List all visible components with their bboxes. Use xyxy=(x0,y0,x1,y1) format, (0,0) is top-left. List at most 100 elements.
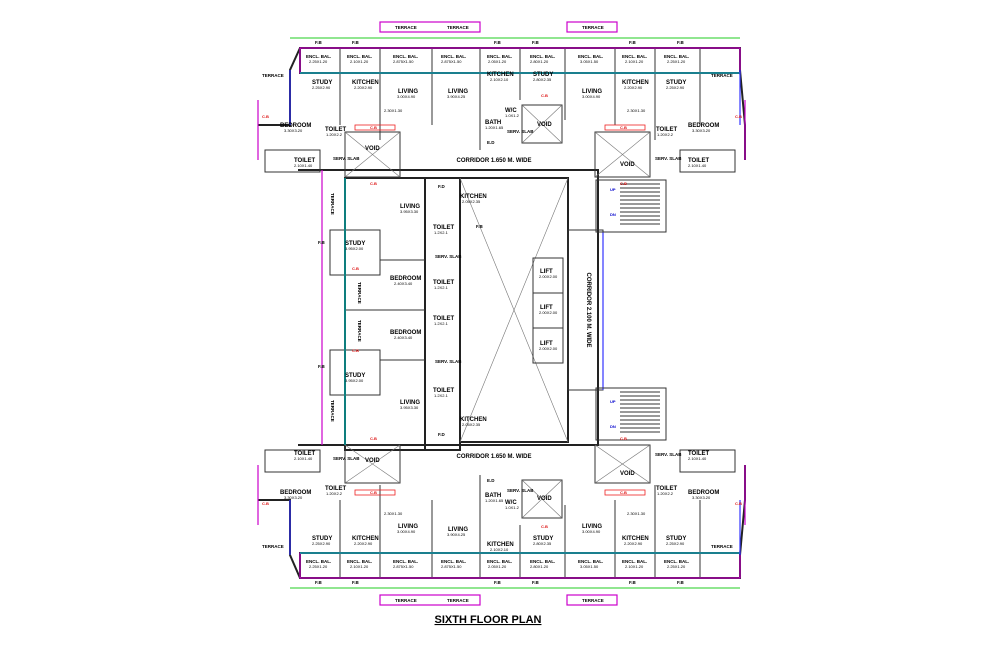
dimension-label: 2.30X1.30 xyxy=(384,108,403,113)
encl-bal-label: ENCL. BAL. xyxy=(441,54,466,59)
encl-bal-label: ENCL. BAL. xyxy=(622,54,647,59)
room-kitchen: KITCHEN xyxy=(622,536,649,542)
serv-slab-label: SERV. SLAB xyxy=(435,359,462,364)
cb-label: C.B xyxy=(541,93,548,98)
encl-bal-label: ENCL. BAL. xyxy=(530,54,555,59)
dimension-label: 2.25X2.90 xyxy=(312,541,331,546)
room-void: VOID xyxy=(365,458,380,464)
dimension-label: 2.25X1.20 xyxy=(667,564,686,569)
fb-label: F.B xyxy=(476,224,484,229)
room-living: LIVING xyxy=(400,204,420,210)
terrace-label: TERRACE xyxy=(711,73,733,78)
room-toilet: TOILET xyxy=(433,316,455,322)
dimension-label: 2.10X1.20 xyxy=(625,564,644,569)
serv-slab-label: SERV. SLAB xyxy=(333,156,360,161)
cb-label: C.B xyxy=(541,524,548,529)
cb-label: C.B xyxy=(370,436,377,441)
dimension-label: 2.80X2.35 xyxy=(533,77,552,82)
serv-slab-label: SERV. SLAB xyxy=(435,254,462,259)
plan-labels: TERRACE TERRACE TERRACE TERRACE TERRACE … xyxy=(262,25,742,603)
stair-up-label: UP xyxy=(610,399,616,404)
terrace-label: TERRACE xyxy=(582,598,604,603)
dimension-label: 3.00X4.90 xyxy=(397,529,416,534)
terrace-label: TERRACE xyxy=(357,320,362,342)
dimension-label: 1.2X2.1 xyxy=(434,285,449,290)
dimension-label: 1.20X2.2 xyxy=(326,491,343,496)
dimension-label: 1.0X1.2 xyxy=(505,505,520,510)
cb-label: C.B xyxy=(620,490,627,495)
encl-bal-label: ENCL. BAL. xyxy=(487,559,512,564)
room-toilet: TOILET xyxy=(433,225,455,231)
stair-dn-label: DN xyxy=(610,424,616,429)
encl-bal-label: ENCL. BAL. xyxy=(664,54,689,59)
room-bedroom: BEDROOM xyxy=(280,123,311,129)
dimension-label: 3.95X2.00 xyxy=(345,246,364,251)
dimension-label: 2.80X1.20 xyxy=(530,59,549,64)
dimension-label: 2.10X1.40 xyxy=(688,163,707,168)
room-void: VOID xyxy=(365,146,380,152)
serv-slab-label: SERV. SLAB xyxy=(507,129,534,134)
encl-bal-label: ENCL. BAL. xyxy=(578,559,603,564)
room-kitchen: KITCHEN xyxy=(460,194,487,200)
room-study: STUDY xyxy=(345,373,365,379)
corridor-label-bottom: CORRIDOR 1.650 M. WIDE xyxy=(456,454,531,460)
lift-label: LIFT xyxy=(540,305,553,311)
lift-label: LIFT xyxy=(540,341,553,347)
encl-bal-label: ENCL. BAL. xyxy=(530,559,555,564)
dimension-label: 2.40X3.40 xyxy=(394,335,413,340)
terrace-label: TERRACE xyxy=(262,544,284,549)
dimension-label: 1.2X2.1 xyxy=(434,230,449,235)
dimension-label: 3.05X1.50 xyxy=(580,59,599,64)
dimension-label: 3.30X3.20 xyxy=(284,128,303,133)
dimension-label: 2.25X2.90 xyxy=(312,85,331,90)
dimension-label: 1.2X2.1 xyxy=(434,393,449,398)
room-kitchen: KITCHEN xyxy=(352,536,379,542)
encl-bal-label: ENCL. BAL. xyxy=(393,559,418,564)
dimension-label: 2.25X1.20 xyxy=(667,59,686,64)
room-toilet: TOILET xyxy=(325,127,347,133)
fb-label: F.B xyxy=(532,40,540,45)
cb-label: C.B xyxy=(620,125,627,130)
dimension-label: 1.20X2.2 xyxy=(326,132,343,137)
plan-title: SIXTH FLOOR PLAN xyxy=(435,614,542,626)
encl-bal-label: ENCL. BAL. xyxy=(347,559,372,564)
room-toilet: TOILET xyxy=(325,486,347,492)
room-study: STUDY xyxy=(666,80,686,86)
room-kitchen: KITCHEN xyxy=(460,417,487,423)
encl-bal-label: ENCL. BAL. xyxy=(306,559,331,564)
encl-bal-label: ENCL. BAL. xyxy=(487,54,512,59)
room-bath: BATH xyxy=(485,493,501,499)
dimension-label: 3.95X3.30 xyxy=(400,405,419,410)
cb-label: C.B xyxy=(262,114,269,119)
room-void: VOID xyxy=(620,471,635,477)
fb-label: F.B xyxy=(315,40,323,45)
fb-label: F.B xyxy=(677,40,685,45)
lift-label: LIFT xyxy=(540,269,553,275)
dimension-label: 2.80X2.35 xyxy=(533,541,552,546)
fb-label: F.B xyxy=(629,580,637,585)
terrace-label: TERRACE xyxy=(447,598,469,603)
dimension-label: 2.10X2.10 xyxy=(490,547,509,552)
fb-label: F.B xyxy=(494,40,502,45)
terrace-label: TERRACE xyxy=(711,544,733,549)
encl-bal-label: ENCL. BAL. xyxy=(664,559,689,564)
ed-label: E.D xyxy=(487,140,495,145)
room-living: LIVING xyxy=(400,400,420,406)
dimension-label: 2.10X1.40 xyxy=(688,456,707,461)
terrace-label: TERRACE xyxy=(330,400,335,422)
room-bedroom: BEDROOM xyxy=(280,490,311,496)
dimension-label: 3.30X3.20 xyxy=(284,495,303,500)
room-toilet: TOILET xyxy=(294,158,316,164)
dimension-label: 3.05X1.50 xyxy=(580,564,599,569)
dimension-label: 2.25X2.90 xyxy=(666,85,685,90)
room-void: VOID xyxy=(537,496,552,502)
room-living: LIVING xyxy=(582,524,602,530)
dimension-label: 2.875X1.50 xyxy=(441,564,462,569)
fb-label: F.B xyxy=(629,40,637,45)
encl-bal-label: ENCL. BAL. xyxy=(306,54,331,59)
fb-label: F.B xyxy=(318,364,326,369)
dimension-label: 2.25X1.20 xyxy=(309,564,328,569)
terrace-label: TERRACE xyxy=(395,598,417,603)
cb-label: C.B xyxy=(352,348,359,353)
